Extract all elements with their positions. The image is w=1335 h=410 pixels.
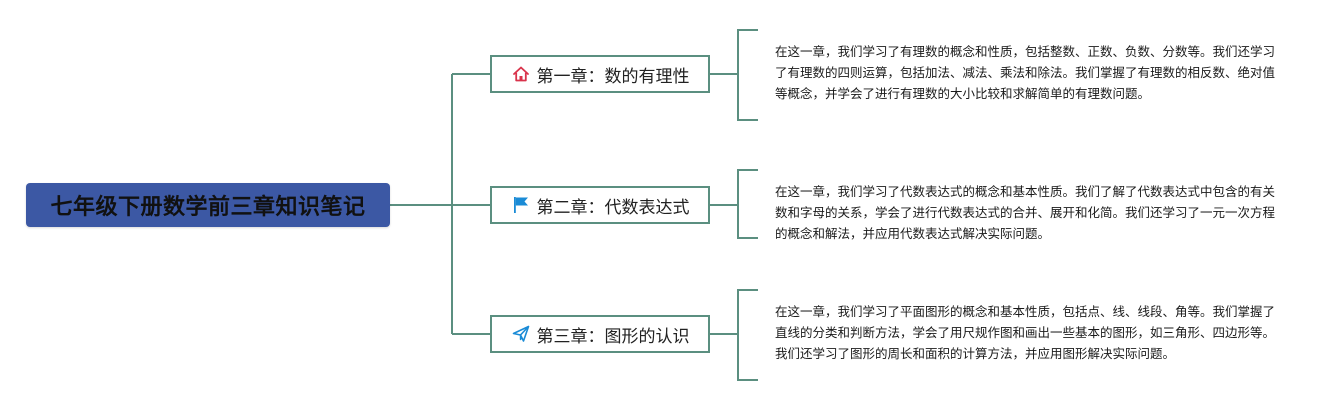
note-chapter-3: 在这一章，我们学习了平面图形的概念和基本性质，包括点、线、线段、角等。我们掌握了… [775,304,1276,361]
note-chapter-2: 在这一章，我们学习了代数表达式的概念和基本性质。我们了解了代数表达式中包含的有关… [775,184,1276,241]
branch-title: 第一章：数的有理性 [536,66,690,87]
note-2-bracket [737,169,758,239]
home-icon [511,64,531,84]
branch-title: 第三章：图形的认识 [536,326,690,347]
note-1-bracket [737,29,758,121]
note-chapter-1: 在这一章，我们学习了有理数的概念和性质，包括整数、正数、负数、分数等。我们还学习… [775,44,1276,101]
branch-chapter-3[interactable]: 第三章：图形的认识 [490,315,710,353]
root-title: 七年级下册数学前三章知识笔记 [50,195,366,220]
branch-chapter-2[interactable]: 第二章：代数表达式 [490,186,710,224]
paper-plane-icon [511,324,531,344]
flag-icon [511,195,531,215]
note-3-bracket [737,289,758,381]
branch-title: 第二章：代数表达式 [536,197,690,218]
root-topic[interactable]: 七年级下册数学前三章知识笔记 [26,183,390,227]
branch-chapter-1[interactable]: 第一章：数的有理性 [490,55,710,93]
